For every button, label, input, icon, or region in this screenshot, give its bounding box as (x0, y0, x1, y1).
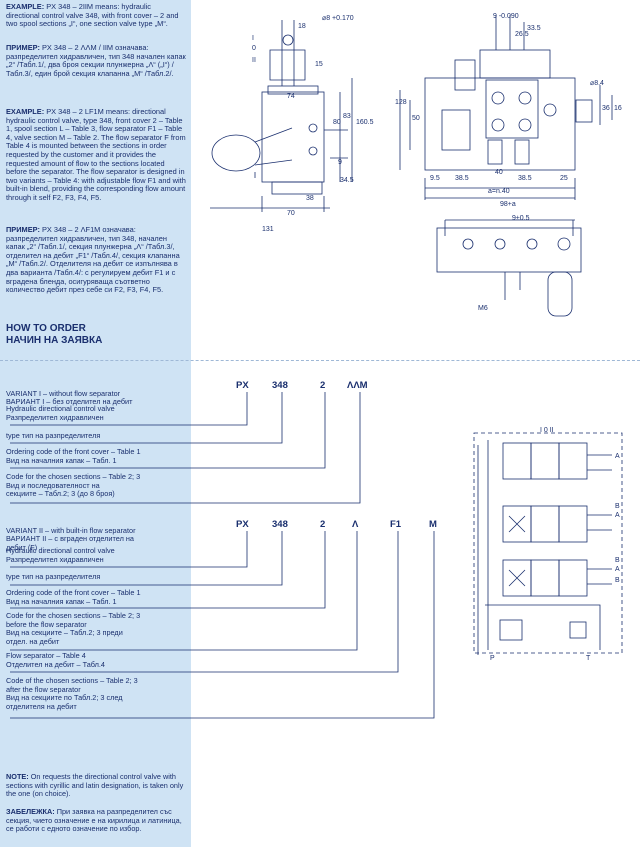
v2-code-section: Λ (352, 519, 359, 530)
svg-text:74: 74 (287, 93, 295, 100)
variant1-leaders (10, 392, 361, 504)
variant1-label-3: Ordering code of the front cover – Table… (6, 447, 141, 465)
svg-text:9: 9 (338, 159, 342, 166)
svg-text:128: 128 (395, 99, 407, 106)
svg-text:9±0.5: 9±0.5 (512, 215, 530, 222)
v2-code-348: 348 (272, 519, 288, 530)
svg-text:B: B (615, 577, 620, 584)
example1-en: EXAMPLE: PX 348 – 2IIM means: hydraulic … (6, 2, 179, 29)
example2-bg: ПРИМЕР: PX 348 – 2 ΛF1M означава: разпре… (6, 225, 180, 295)
variant2-label-2: type тип на разпределителя (6, 572, 101, 581)
v2-code-separator: F1 (390, 519, 402, 530)
svg-text:38.5: 38.5 (455, 175, 469, 182)
v1-code-348: 348 (272, 380, 288, 391)
svg-text:I: I (252, 35, 254, 42)
svg-text:36: 36 (602, 105, 610, 112)
svg-text:33.5: 33.5 (527, 25, 541, 32)
v1-code-2: 2 (320, 380, 326, 391)
svg-text:T: T (586, 655, 591, 662)
variant1-label-2: type тип на разпределителя (6, 431, 101, 440)
svg-text:80: 80 (333, 119, 341, 126)
svg-text:A: A (615, 566, 620, 573)
v2-code-2: 2 (320, 519, 326, 530)
note-en: NOTE: On requests the directional contro… (6, 772, 184, 799)
svg-text:38: 38 (306, 195, 314, 202)
variant2-label-1: Hydraulic directional control valve Разп… (6, 546, 115, 564)
svg-text:B: B (615, 503, 620, 510)
hydraulic-schematic (473, 432, 623, 655)
svg-text:⌀8 +0.170: ⌀8 +0.170 (322, 15, 354, 22)
note-bg: ЗАБЕЛЕЖКА: При заявка на разпределител с… (6, 807, 182, 834)
variant2-label-5: Flow separator – Table 4 Отделител на де… (6, 651, 105, 669)
blue-sidebar (0, 0, 191, 847)
example2-en: EXAMPLE: PX 348 – 2 LF1M means: directio… (6, 107, 186, 202)
section-divider (0, 360, 640, 361)
svg-text:M6: M6 (478, 305, 488, 312)
variant2-label-6: Code of the chosen sections – Table 2; 3… (6, 676, 138, 711)
v1-code-px: PX (236, 380, 249, 391)
svg-text:18: 18 (298, 23, 306, 30)
svg-text:16: 16 (614, 105, 622, 112)
svg-text:P: P (490, 655, 495, 662)
svg-text:160.5: 160.5 (356, 119, 374, 126)
svg-text:34.5: 34.5 (340, 177, 354, 184)
svg-text:131: 131 (262, 226, 274, 233)
variant2-label-4: Code for the chosen sections – Table 2; … (6, 611, 141, 646)
variant2-title: VARIANT II – with built-in flow separato… (6, 525, 136, 552)
svg-text:26.5: 26.5 (515, 31, 529, 38)
svg-text:25: 25 (560, 175, 568, 182)
bottom-view-drawing (436, 219, 582, 317)
svg-text:A: A (615, 512, 620, 519)
svg-text:15: 15 (315, 61, 323, 68)
variant2-leaders (10, 531, 435, 719)
svg-text:0: 0 (252, 45, 256, 52)
svg-text:40: 40 (495, 169, 503, 176)
how-to-order-heading: HOW TO ORDER НАЧИН НА ЗАЯВКА (6, 323, 103, 346)
svg-text:9 -0.090: 9 -0.090 (493, 13, 519, 20)
example1-bg: ПРИМЕР: PX 348 – 2 ΛΛМ / IIM означава: р… (6, 43, 186, 78)
svg-text:B: B (615, 557, 620, 564)
svg-text:83: 83 (343, 113, 351, 120)
variant1-label-1: Hydraulic directional control valve Разп… (6, 404, 115, 422)
v1-code-sections: ΛΛM (347, 380, 368, 391)
v2-code-m: M (429, 519, 437, 530)
front-view-drawing (399, 15, 613, 200)
svg-text:a=n.40: a=n.40 (488, 188, 510, 195)
variant1-label-4: Code for the chosen sections – Table 2; … (6, 472, 141, 499)
svg-text:9.5: 9.5 (430, 175, 440, 182)
svg-text:98+a: 98+a (500, 201, 516, 208)
side-view-drawing (210, 20, 353, 212)
svg-text:70: 70 (287, 210, 295, 217)
variant2-label-3: Ordering code of the front cover – Table… (6, 588, 141, 606)
v2-code-px: PX (236, 519, 249, 530)
svg-text:I 0 II: I 0 II (540, 427, 554, 434)
svg-text:A: A (615, 453, 620, 460)
svg-text:II: II (252, 57, 256, 64)
svg-text:50: 50 (412, 115, 420, 122)
svg-text:38.5: 38.5 (518, 175, 532, 182)
svg-text:⌀8.4: ⌀8.4 (590, 80, 604, 87)
